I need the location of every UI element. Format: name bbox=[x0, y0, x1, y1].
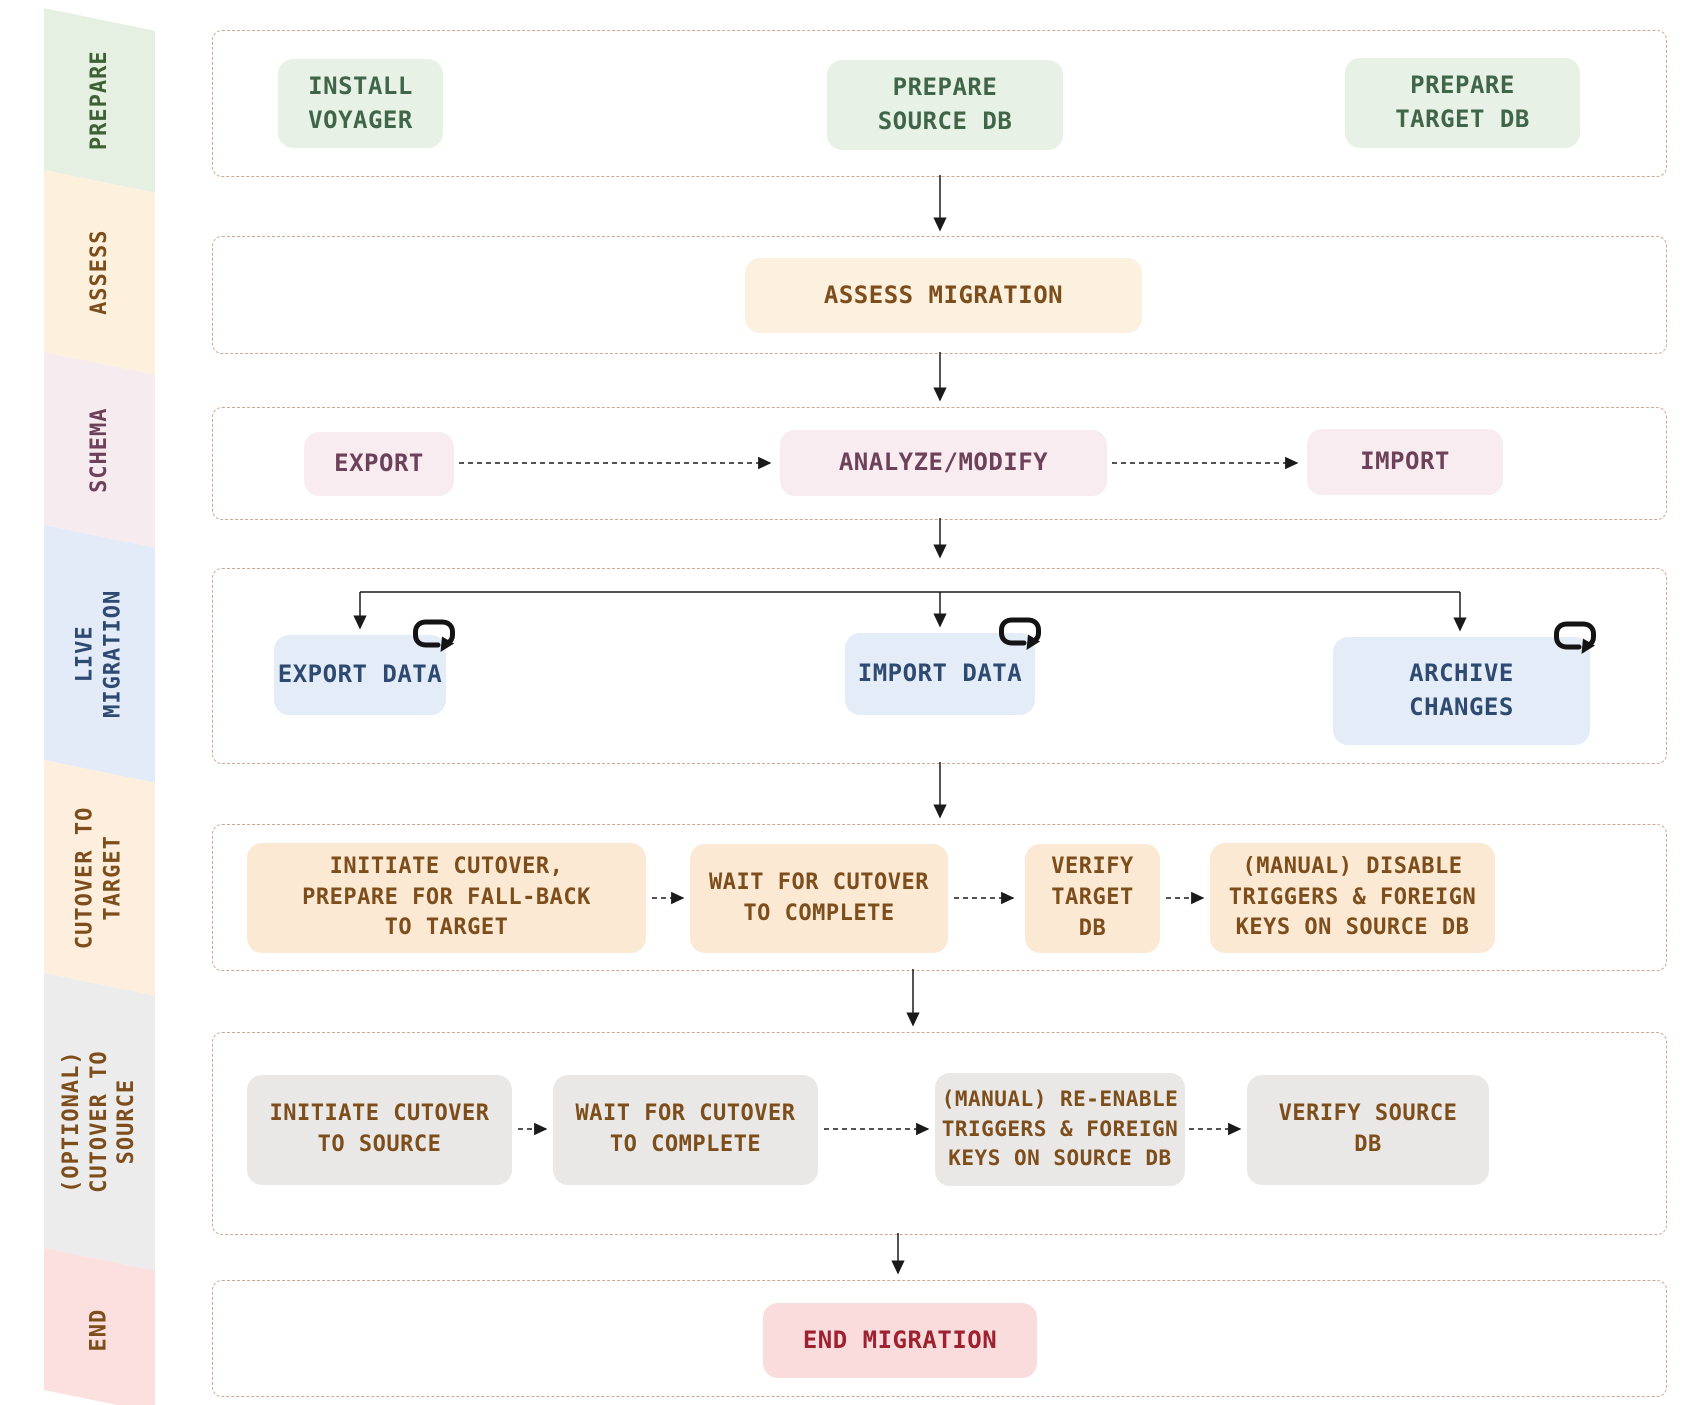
node-prepare-source-db: PREPARE SOURCE DB bbox=[827, 60, 1063, 150]
sidebar-stage-optional-cutover-to-source: (OPTIONAL) CUTOVER TO SOURCE bbox=[44, 973, 155, 1271]
stage-label: END bbox=[86, 1309, 112, 1352]
sidebar-stage-prepare: PREPARE bbox=[44, 8, 155, 193]
node-export-data: EXPORT DATA bbox=[274, 635, 446, 715]
node-initiate-cutover-target: INITIATE CUTOVER, PREPARE FOR FALL-BACK … bbox=[247, 843, 646, 953]
row-cutover-to-source bbox=[212, 1032, 1667, 1235]
stage-sidebar: PREPARE ASSESS SCHEMA LIVE MIGRATION CUT… bbox=[44, 8, 155, 1405]
node-import-data: IMPORT DATA bbox=[845, 633, 1035, 715]
node-prepare-target-db: PREPARE TARGET DB bbox=[1345, 58, 1580, 148]
stage-label: ASSESS bbox=[86, 229, 112, 316]
row-cutover-to-target bbox=[212, 824, 1667, 971]
node-manual-disable-triggers: (MANUAL) DISABLE TRIGGERS & FOREIGN KEYS… bbox=[1210, 843, 1495, 953]
stage-label: PREPARE bbox=[86, 50, 112, 151]
node-assess-migration: ASSESS MIGRATION bbox=[745, 258, 1142, 333]
node-verify-target-db: VERIFY TARGET DB bbox=[1025, 844, 1160, 953]
node-end-migration: END MIGRATION bbox=[763, 1303, 1037, 1378]
loop-icon bbox=[1554, 621, 1596, 654]
node-manual-reenable-triggers: (MANUAL) RE-ENABLE TRIGGERS & FOREIGN KE… bbox=[935, 1073, 1185, 1186]
node-import-schema: IMPORT bbox=[1307, 429, 1503, 495]
stage-label: SCHEMA bbox=[86, 407, 112, 493]
row-end bbox=[212, 1280, 1667, 1397]
sidebar-stage-schema: SCHEMA bbox=[44, 352, 155, 548]
sidebar-stage-live-migration: LIVE MIGRATION bbox=[44, 525, 155, 783]
sidebar-stage-cutover-to-target: CUTOVER TO TARGET bbox=[44, 760, 155, 996]
node-analyze-modify: ANALYZE/MODIFY bbox=[780, 430, 1107, 496]
node-export-schema: EXPORT bbox=[304, 432, 454, 496]
node-initiate-cutover-source: INITIATE CUTOVER TO SOURCE bbox=[247, 1075, 512, 1185]
node-verify-source-db: VERIFY SOURCE DB bbox=[1247, 1075, 1489, 1185]
node-wait-cutover-source: WAIT FOR CUTOVER TO COMPLETE bbox=[553, 1075, 818, 1185]
sidebar-stage-end: END bbox=[44, 1248, 155, 1405]
node-wait-cutover-target: WAIT FOR CUTOVER TO COMPLETE bbox=[690, 844, 948, 953]
sidebar-stage-assess: ASSESS bbox=[44, 170, 155, 375]
loop-icon bbox=[413, 619, 455, 652]
loop-icon bbox=[999, 617, 1041, 650]
node-archive-changes: ARCHIVE CHANGES bbox=[1333, 637, 1590, 745]
stage-label: (OPTIONAL) CUTOVER TO SOURCE bbox=[59, 1050, 140, 1194]
stage-label: CUTOVER TO TARGET bbox=[73, 806, 126, 950]
node-install-voyager: INSTALL VOYAGER bbox=[278, 59, 443, 148]
stage-label: LIVE MIGRATION bbox=[73, 589, 126, 719]
